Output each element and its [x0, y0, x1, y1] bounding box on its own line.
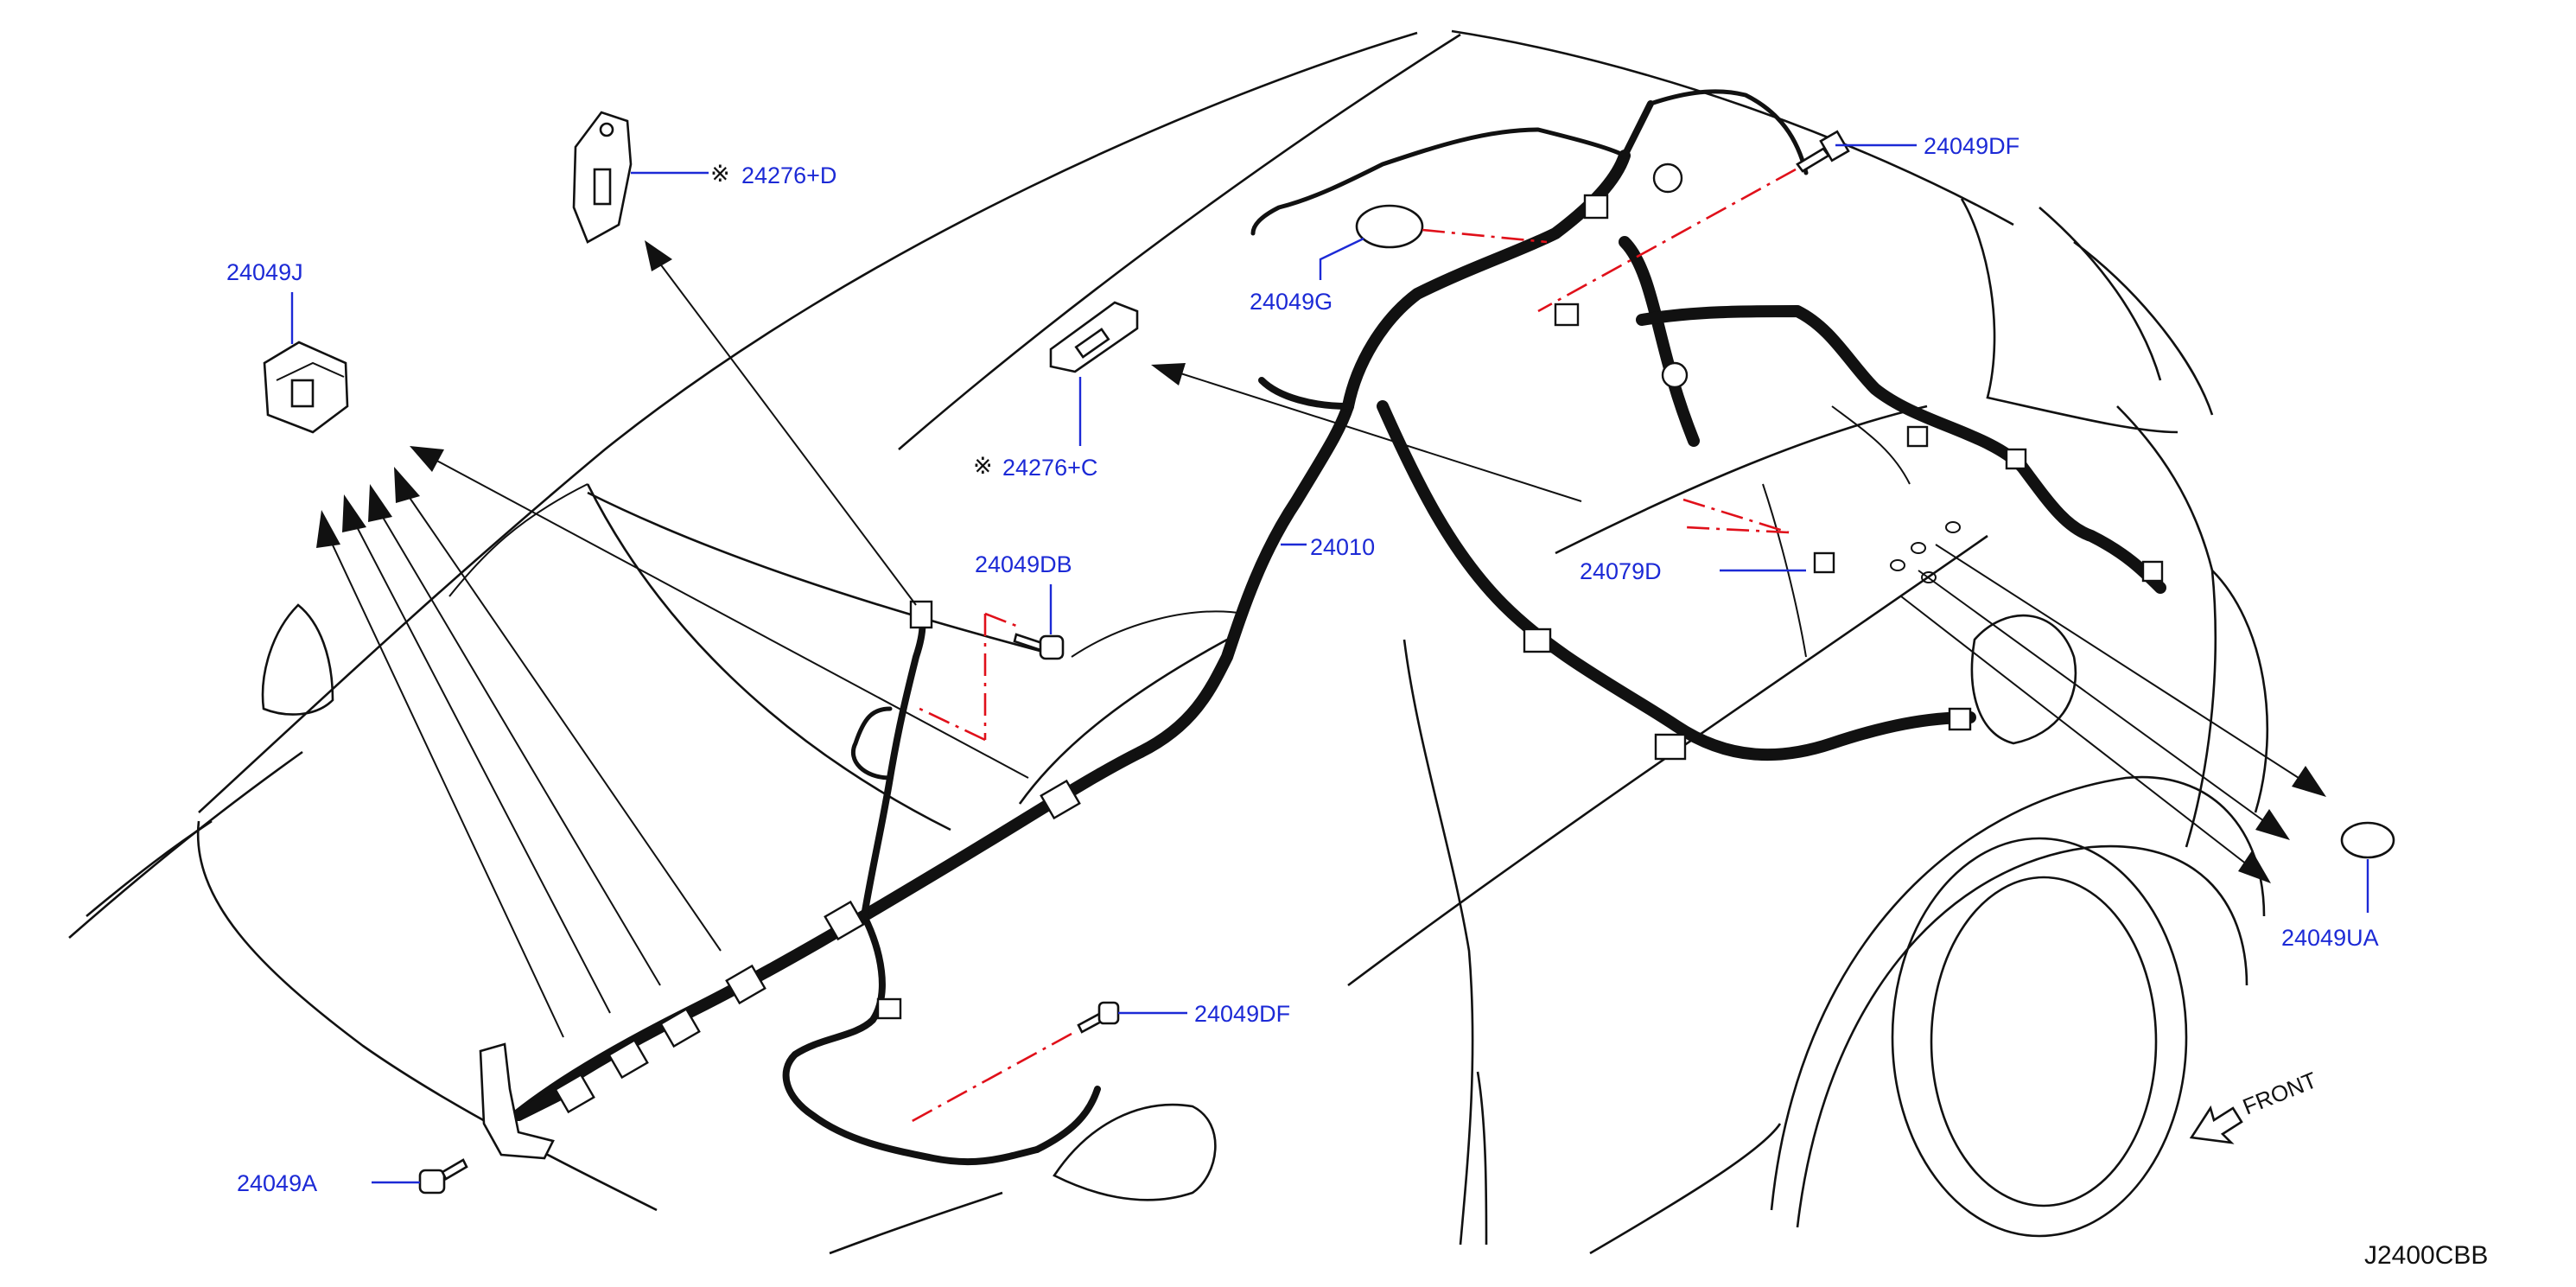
label-24079d: 24079D — [1580, 558, 1662, 584]
label-24276d: 24276+D — [741, 162, 836, 188]
grommet-24049ua — [2340, 821, 2395, 859]
diagram-code: J2400CBB — [2364, 1241, 2488, 1270]
leader-lines — [290, 143, 2369, 1184]
mark-24276d: ※ — [710, 161, 730, 187]
front-label: FRONT — [2239, 1067, 2320, 1119]
bolt-24049df-bottom — [1077, 1001, 1120, 1034]
body-holes — [1890, 521, 1961, 583]
label-24049ua: 24049UA — [2281, 925, 2379, 951]
label-24049df-top: 24049DF — [1924, 133, 2019, 159]
label-24010: 24010 — [1310, 534, 1375, 560]
main-harness-24010 — [512, 89, 2166, 1166]
mark-24276c: ※ — [973, 453, 993, 479]
bracket-24276d — [572, 111, 633, 244]
red-dash-connectors — [906, 168, 1797, 1125]
label-24276c: 24276+C — [1002, 455, 1097, 481]
grommet-24049g — [1355, 204, 1424, 249]
front-indicator: FRONT — [2189, 1067, 2320, 1144]
front-arrow-icon — [2189, 1105, 2243, 1144]
harness-clips — [554, 162, 2164, 1114]
grommet-24049j — [263, 341, 349, 434]
bolt-24049a — [418, 1158, 468, 1195]
bracket-24276c — [1049, 301, 1139, 373]
label-24049g: 24049G — [1250, 289, 1333, 315]
part-labels: 24049J ※ 24276+D ※ 24276+C 24049G 24049D… — [226, 133, 2379, 1196]
harness-end-bracket — [479, 1042, 555, 1160]
label-24049a: 24049A — [237, 1170, 317, 1196]
car-body-outline — [68, 29, 2269, 1255]
label-24049db: 24049DB — [975, 551, 1072, 577]
label-24049j: 24049J — [226, 259, 303, 285]
reference-arrows — [316, 240, 2326, 1038]
bolt-24049db — [1013, 633, 1065, 660]
label-24049df-bottom: 24049DF — [1194, 1001, 1290, 1027]
bolt-24049df-top — [1796, 130, 1850, 173]
